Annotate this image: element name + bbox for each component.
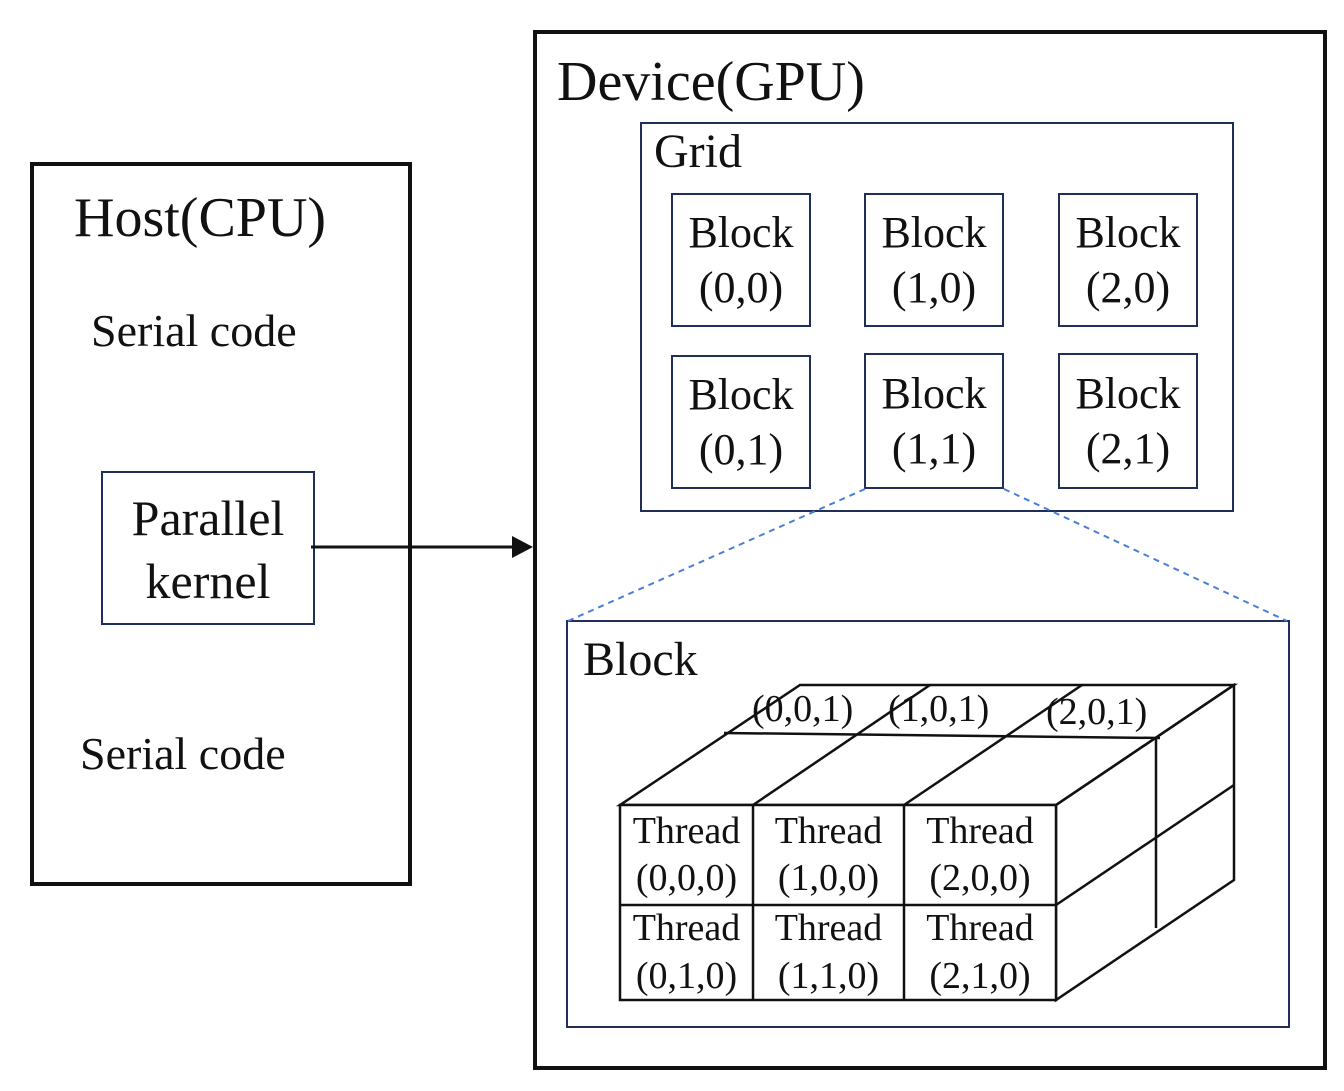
device-gpu-box <box>533 30 1327 1070</box>
thread-cube <box>615 682 1239 1003</box>
host-serial-code-bottom: Serial code <box>80 728 286 779</box>
host-title: Host(CPU) <box>74 187 327 249</box>
grid-block-0-1: Block (0,1) <box>671 355 811 489</box>
zoom-line-right <box>1003 488 1288 622</box>
thread-1-1-0: Thread (1,1,0) <box>774 907 883 997</box>
device-title: Device(GPU) <box>557 51 865 113</box>
kernel-line-1: Parallel <box>131 490 285 546</box>
grid-block-0-0: Block (0,0) <box>671 193 811 327</box>
zoom-line-left <box>567 488 866 622</box>
grid-block-1-0: Block (1,0) <box>864 193 1004 327</box>
host-serial-code-top: Serial code <box>91 305 297 356</box>
grid-block-2-1: Block (2,1) <box>1058 353 1198 489</box>
grid-block-2-0: Block (2,0) <box>1058 193 1198 327</box>
grid-box <box>640 122 1234 512</box>
thread-0-0-0: Thread (0,0,0) <box>632 809 741 900</box>
thread-0-1-0: Thread (0,1,0) <box>632 907 741 997</box>
thread-2-0-0: Thread (2,0,0) <box>926 809 1034 900</box>
kernel-launch-arrow <box>311 536 533 558</box>
thread-1-0-0: Thread (1,0,0) <box>774 809 883 900</box>
thread-2-1-0: Thread (2,1,0) <box>926 907 1034 997</box>
back-thread-0-0-1: (0,0,1) <box>752 688 854 730</box>
grid-block-1-1: Block (1,1) <box>864 353 1004 489</box>
grid-label: Grid <box>654 125 742 178</box>
block-detail-label: Block <box>583 633 698 686</box>
host-cpu-box <box>30 162 412 886</box>
kernel-line-2: kernel <box>145 552 271 609</box>
back-thread-2-0-1: (2,0,1) <box>1046 691 1148 733</box>
back-thread-1-0-1: (1,0,1) <box>888 688 990 730</box>
block-detail-box <box>566 620 1290 1028</box>
parallel-kernel-box: Parallel kernel <box>101 471 315 625</box>
